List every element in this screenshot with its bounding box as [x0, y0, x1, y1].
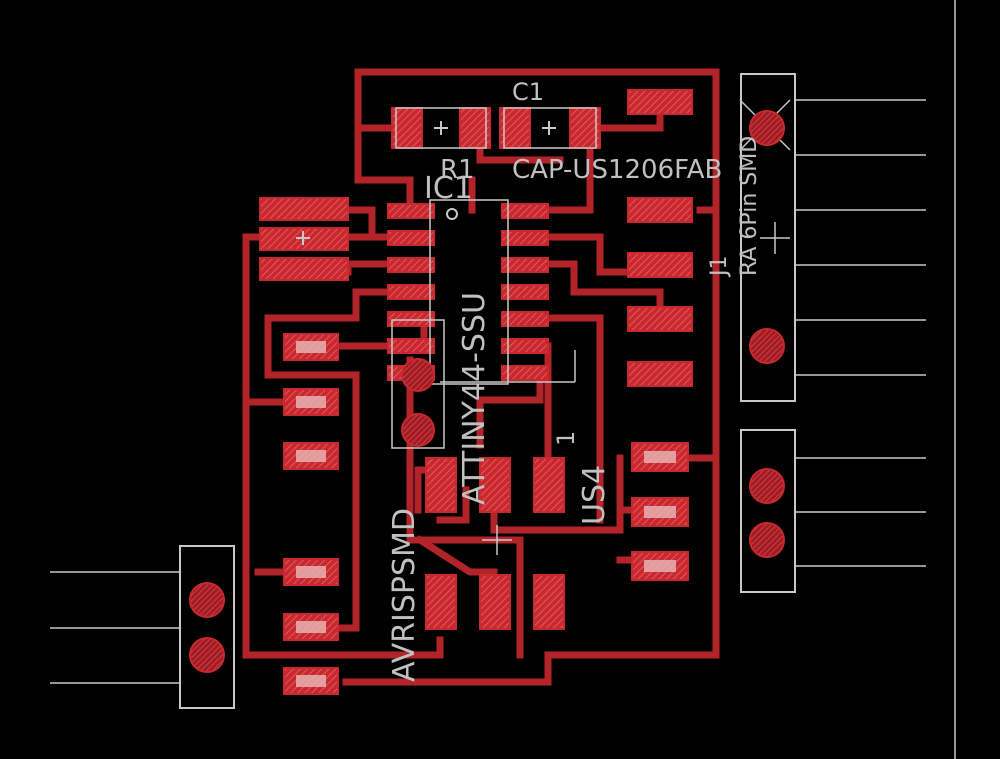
us4-pin1-label: 1 — [552, 431, 580, 446]
j1-value-label: RA 6Pin SMD — [737, 136, 762, 276]
vias — [189, 110, 785, 673]
silkscreen — [50, 73, 926, 709]
r1-name-label: R1 — [440, 155, 475, 185]
ic1-value-label: ATTINY44-SSU — [457, 292, 492, 505]
c1-name-label: C1 — [512, 78, 544, 106]
avrisp-value-label: AVRISPSMD — [387, 508, 422, 682]
pad-centers — [296, 341, 676, 687]
c1-value-label: CAP-US1206FAB — [512, 155, 722, 185]
j1-name-label: J1 — [707, 256, 732, 279]
ic1-name-label: IC1 — [424, 171, 473, 206]
us4-value-label: US4 — [577, 465, 612, 525]
